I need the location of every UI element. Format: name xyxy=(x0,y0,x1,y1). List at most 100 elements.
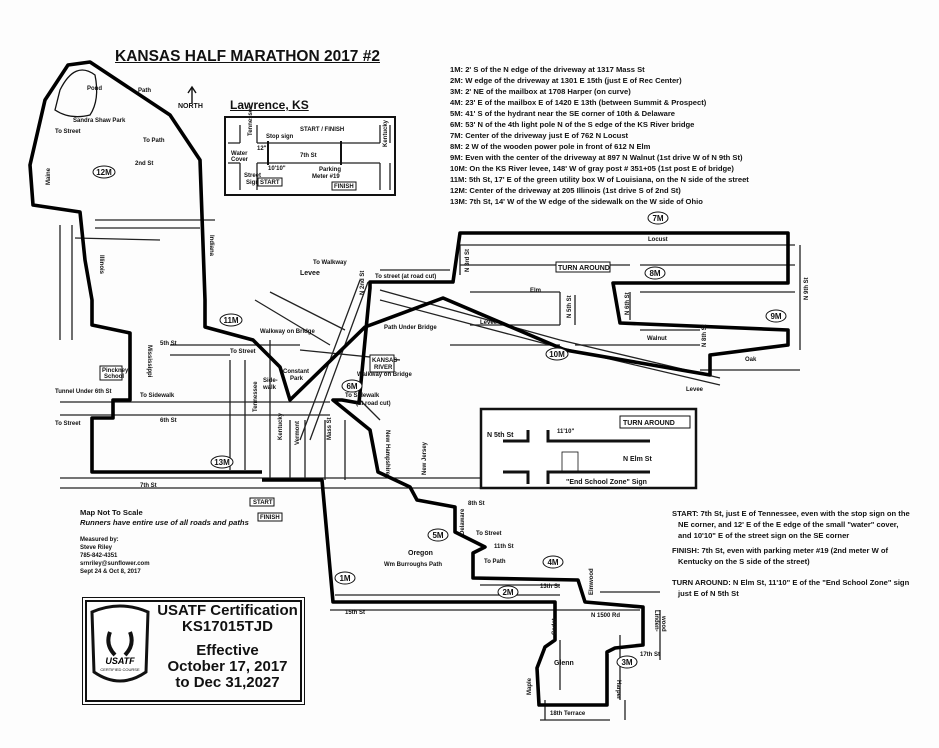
svg-text:CERTIFIED COURSE: CERTIFIED COURSE xyxy=(100,667,140,672)
mile-marker-2: 2M xyxy=(497,585,519,599)
svg-text:Path: Path xyxy=(138,88,151,94)
svg-text:10'10": 10'10" xyxy=(268,166,286,172)
svg-text:KANSAS: KANSAS xyxy=(372,358,397,364)
svg-text:Walnut: Walnut xyxy=(647,336,667,342)
svg-text:11M: 11M xyxy=(223,316,238,325)
page-title: KANSAS HALF MARATHON 2017 #2 xyxy=(115,48,380,65)
svg-text:START / FINISH: START / FINISH xyxy=(300,127,344,133)
svg-text:Oregon: Oregon xyxy=(408,550,433,557)
svg-text:1M: 1M xyxy=(339,574,350,583)
svg-text:7th St: 7th St xyxy=(300,153,317,159)
mile-marker-7: 7M xyxy=(647,211,669,225)
svg-text:N Elm St: N Elm St xyxy=(623,456,652,463)
svg-text:Vermont: Vermont xyxy=(295,421,301,445)
svg-text:12M: 12M xyxy=(96,168,112,177)
svg-text:17th St: 17th St xyxy=(640,652,660,658)
mile-marker-8: 8M xyxy=(644,266,666,280)
svg-text:8th St: 8th St xyxy=(468,501,485,507)
svg-text:FINISH: FINISH xyxy=(334,184,354,190)
svg-text:N 8th St: N 8th St xyxy=(702,324,708,347)
mile-marker-4: 4M xyxy=(542,555,564,569)
svg-text:Elmwood: Elmwood xyxy=(589,568,595,595)
svg-text:Locust: Locust xyxy=(648,237,668,243)
svg-text:To Walkway: To Walkway xyxy=(313,260,347,266)
city-subtitle: Lawrence, KS xyxy=(230,98,309,112)
svg-text:To Sidewalk: To Sidewalk xyxy=(140,393,175,399)
svg-text:10M: 10M xyxy=(549,350,565,359)
svg-text:N 9th St: N 9th St xyxy=(804,277,810,300)
svg-text:(at road cut): (at road cut) xyxy=(356,401,391,407)
svg-text:4M: 4M xyxy=(547,558,558,567)
start-finish-inset: START / FINISH Tennessee Kentucky Stop s… xyxy=(224,105,396,196)
mile-descriptions: 1M: 2' S of the N edge of the driveway a… xyxy=(450,65,749,206)
svg-text:Cover: Cover xyxy=(231,157,249,163)
svg-text:RIVER: RIVER xyxy=(374,365,393,371)
svg-text:To Path: To Path xyxy=(143,138,165,144)
svg-text:To Street: To Street xyxy=(55,129,81,135)
svg-text:9M: 9M xyxy=(770,312,781,321)
svg-text:Kentucky: Kentucky xyxy=(278,412,284,440)
notes-left: Map Not To Scale Runners have entire use… xyxy=(80,508,249,575)
svg-text:15th St: 15th St xyxy=(345,610,365,616)
svg-text:Mass St: Mass St xyxy=(327,417,333,440)
svg-text:Parking: Parking xyxy=(319,167,341,173)
svg-text:Levee: Levee xyxy=(480,320,498,326)
svg-text:TURN AROUND: TURN AROUND xyxy=(623,420,675,427)
svg-text:Street: Street xyxy=(244,173,261,179)
mile-markers: 1M 2M 3M 4M 5M 6M 7M 8M 9M 10M 11M 12M 1… xyxy=(92,165,787,669)
svg-text:TURN AROUND: TURN AROUND xyxy=(558,265,610,272)
svg-text:Park: Park xyxy=(290,376,304,382)
svg-text:5th St: 5th St xyxy=(160,341,177,347)
svg-text:Constant: Constant xyxy=(283,369,309,375)
svg-text:N 6th St: N 6th St xyxy=(625,292,631,315)
svg-text:Kentucky: Kentucky xyxy=(383,119,389,147)
svg-text:Oak: Oak xyxy=(745,357,757,363)
svg-text:Sign: Sign xyxy=(246,180,259,186)
svg-text:12": 12" xyxy=(257,146,267,152)
svg-text:7M: 7M xyxy=(652,214,663,223)
svg-text:Tunnel Under 6th St: Tunnel Under 6th St xyxy=(55,389,112,395)
svg-text:Wm Burroughs Path: Wm Burroughs Path xyxy=(384,562,442,568)
svg-text:Delaware: Delaware xyxy=(460,508,466,535)
svg-text:Levee: Levee xyxy=(686,387,704,393)
svg-text:11'10": 11'10" xyxy=(557,429,574,435)
svg-text:Stop sign: Stop sign xyxy=(266,134,294,140)
svg-text:Maine: Maine xyxy=(46,167,52,185)
svg-text:11th St: 11th St xyxy=(494,544,514,550)
svg-text:N 1500 Rd: N 1500 Rd xyxy=(591,613,620,619)
svg-text:To street (at road cut): To street (at road cut) xyxy=(375,274,436,280)
svg-text:To Path: To Path xyxy=(484,559,506,565)
north-arrow: NORTH xyxy=(178,85,203,110)
svg-text:START: START xyxy=(253,500,273,506)
svg-text:Side-: Side- xyxy=(263,378,278,384)
svg-text:Sandra Shaw Park: Sandra Shaw Park xyxy=(73,118,126,124)
svg-text:Path Under Bridge: Path Under Bridge xyxy=(384,325,437,331)
svg-text:Elm: Elm xyxy=(530,288,541,294)
svg-text:Walkway on Bridge: Walkway on Bridge xyxy=(260,329,315,335)
svg-text:To Sidewalk: To Sidewalk xyxy=(345,393,380,399)
svg-text:New Hampshire: New Hampshire xyxy=(384,430,390,476)
svg-text:To Street: To Street xyxy=(476,531,502,537)
svg-text:Harper: Harper xyxy=(615,680,621,700)
svg-text:Glenn: Glenn xyxy=(554,660,574,667)
svg-text:FINISH: FINISH xyxy=(260,515,280,521)
svg-text:N 2nd St: N 2nd St xyxy=(360,271,366,295)
svg-text:To Street: To Street xyxy=(55,421,81,427)
svg-text:3M: 3M xyxy=(621,658,632,667)
svg-text:7th St: 7th St xyxy=(140,483,157,489)
svg-text:Pinckney: Pinckney xyxy=(102,368,129,374)
svg-text:School: School xyxy=(104,374,124,380)
svg-text:Walkway on Bridge: Walkway on Bridge xyxy=(357,372,412,378)
svg-text:13M: 13M xyxy=(214,458,230,467)
svg-text:Cadet: Cadet xyxy=(552,618,558,635)
svg-text:Water: Water xyxy=(231,151,248,157)
svg-text:N 5th St: N 5th St xyxy=(487,432,514,439)
svg-text:6M: 6M xyxy=(346,382,357,391)
svg-text:2nd St: 2nd St xyxy=(135,161,153,167)
mile-marker-6: 6M xyxy=(341,379,363,393)
mile-marker-5: 5M xyxy=(427,528,449,542)
svg-text:START: START xyxy=(260,180,280,186)
svg-text:Meter #19: Meter #19 xyxy=(312,174,340,180)
svg-text:New Jersey: New Jersey xyxy=(422,441,428,475)
svg-text:Tennessee: Tennessee xyxy=(253,381,259,412)
